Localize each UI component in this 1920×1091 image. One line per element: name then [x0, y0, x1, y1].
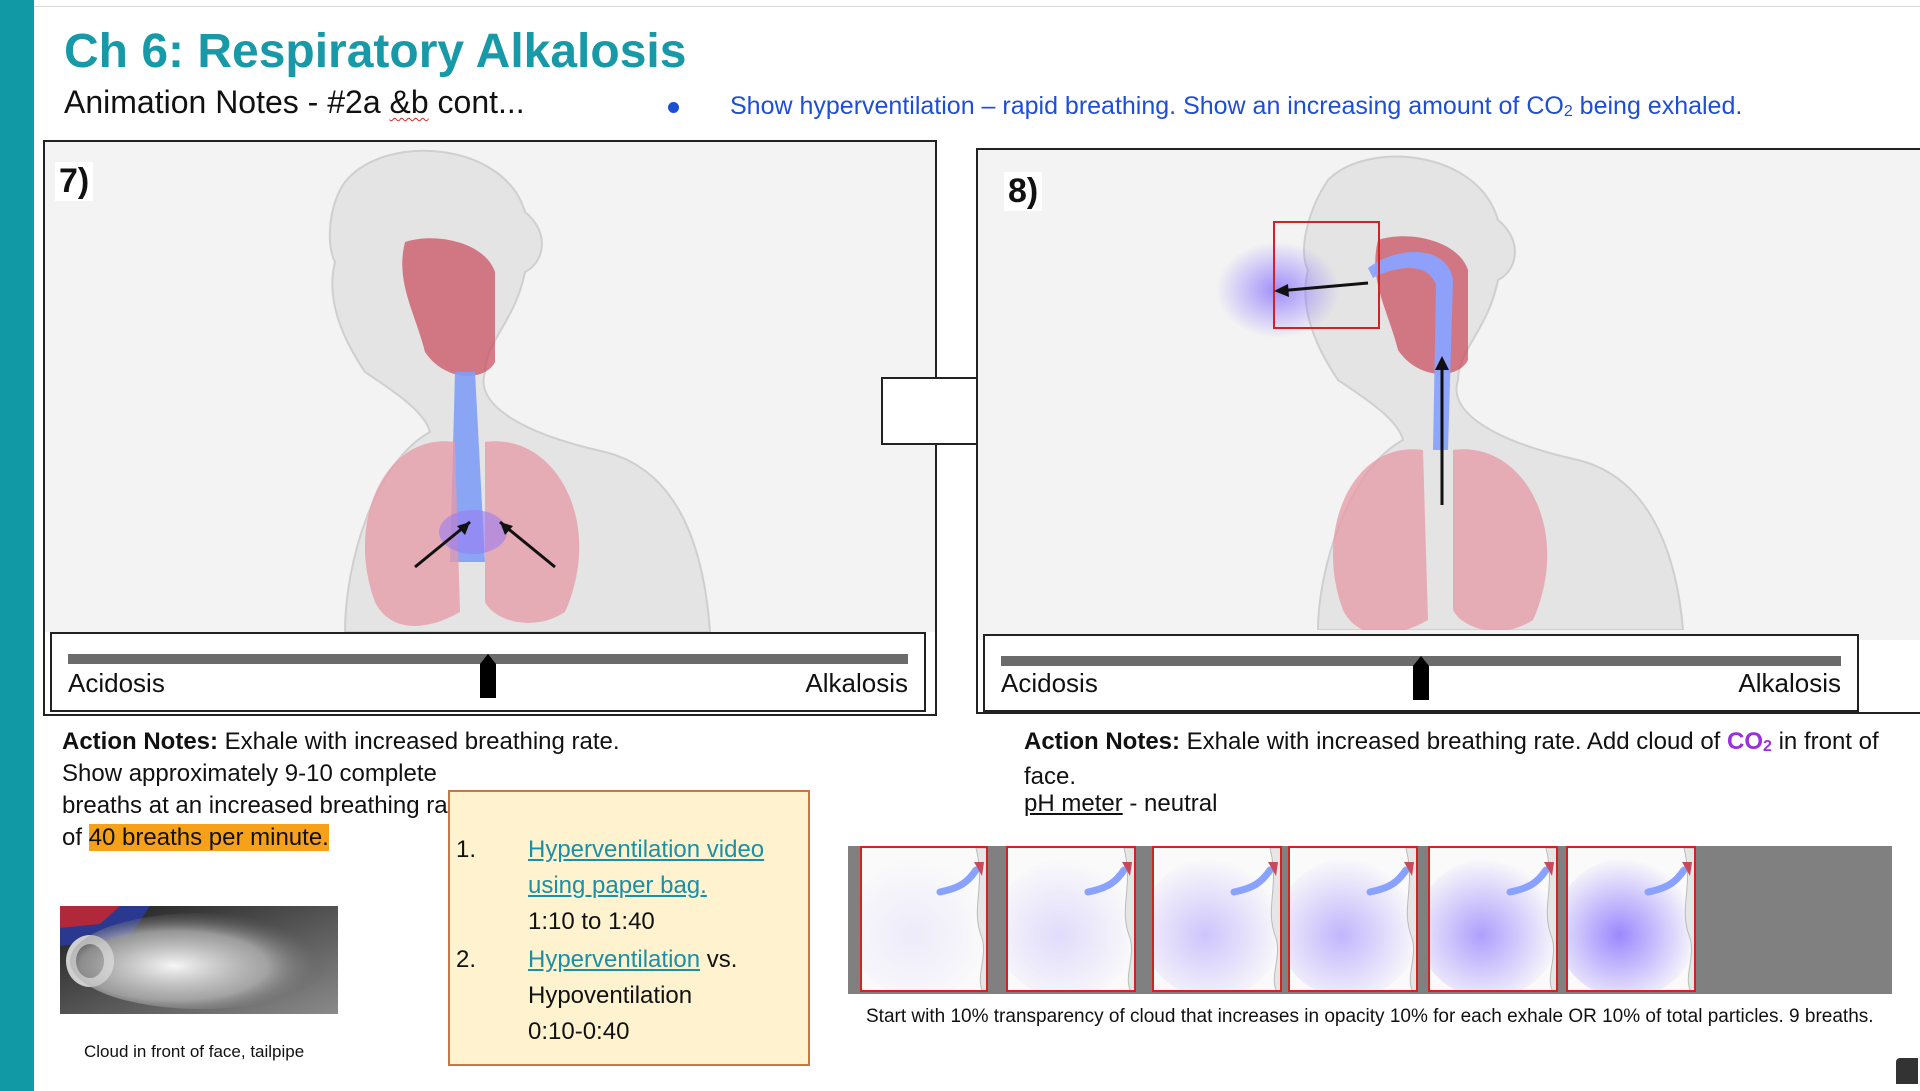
action-notes-detail: Show approximately 9-10 complete breaths… [62, 760, 468, 851]
up-arrowhead [1435, 356, 1449, 370]
arrowhead-a [457, 522, 470, 535]
panel-number-7: 7) [55, 162, 94, 201]
ph-label-acidosis: Acidosis [1001, 668, 1098, 698]
link-time-2: 0:10-0:40 [528, 1018, 630, 1045]
action-notes-label: Action Notes: [62, 728, 218, 755]
left-accent-bar [0, 0, 34, 1091]
respiratory-system-figure-8 [1216, 155, 1685, 634]
hypoventilation-text: Hypoventilation [528, 982, 693, 1009]
link-time-1: 1:10 to 1:40 [528, 908, 655, 935]
action-notes-label: Action Notes: [1024, 728, 1180, 755]
action-notes-text: Exhale with increased breathing rate. Ad… [1180, 728, 1728, 755]
corner-resize-icon [1896, 1058, 1918, 1084]
alveoli-co2 [439, 510, 507, 554]
ph-label-acidosis: Acidosis [68, 668, 165, 698]
exhale-arrow-line [1277, 281, 1369, 293]
exhale-airway [1368, 252, 1453, 450]
tailpipe-smoke-illustration [60, 906, 338, 1014]
top-divider [34, 6, 1920, 7]
cloud-frame-art [1430, 848, 1556, 990]
cloud-frame-2 [1006, 846, 1136, 992]
right-lung [485, 441, 580, 623]
left-lung [1332, 449, 1428, 634]
link-number-2: 2. [456, 946, 477, 973]
ph-meter-note: pH meter - neutral [1024, 790, 1217, 818]
action-notes-text-end: in front of face. [1024, 728, 1879, 790]
ph-meter-underlined: pH meter [1024, 790, 1123, 817]
action-notes-text: Exhale with increased breathing rate. [218, 728, 620, 755]
panel-number-8: 8) [1004, 172, 1043, 211]
co2-subscript: 2 [1763, 738, 1772, 755]
tailpipe-smoke-image [60, 906, 338, 1014]
slide-subtitle: Animation Notes - #2a &b cont... [64, 84, 525, 121]
subtitle-spellcheck-word: &b [389, 84, 429, 120]
bullet-icon [668, 102, 679, 113]
link-vs-text: vs. [700, 946, 738, 973]
animation-panel-8: 8) Acidosis Alkalosis [976, 148, 1920, 714]
co2-text: CO [1727, 728, 1764, 755]
bullet-note: Show hyperventilation – rapid breathing.… [730, 92, 1742, 121]
nasal-oral-cavity [402, 238, 495, 376]
ph-label-alkalosis: Alkalosis [1738, 668, 1841, 698]
cloud-highlight-box [1273, 221, 1380, 329]
hyperventilation-video-link[interactable]: Hyperventilation video using paper bag. [528, 836, 765, 899]
cloud-frame-1 [860, 846, 988, 992]
cloud-frame-art [1290, 848, 1416, 990]
slide-title: Ch 6: Respiratory Alkalosis [64, 25, 687, 78]
animation-panel-7: 7) Acidosis Alkalosis [43, 140, 937, 716]
cloud-frame-art [1568, 848, 1694, 990]
link-item-1: 1. Hyperventilation video using paper ba… [456, 832, 796, 940]
action-notes-8: Action Notes: Exhale with increased brea… [1024, 726, 1904, 793]
bullet-subscript: 2 [1563, 103, 1573, 120]
ph-indicator-icon [1413, 656, 1429, 700]
anatomy-illustration-8 [978, 150, 1920, 640]
tailpipe-caption: Cloud in front of face, tailpipe [84, 1042, 305, 1061]
ph-meter-status: - neutral [1122, 790, 1218, 817]
co2-label: CO2 [1727, 728, 1772, 755]
subtitle-text-end: cont... [428, 84, 525, 120]
cloud-frame-art [1008, 848, 1134, 990]
cloud-opacity-frame-strip [848, 846, 1892, 994]
cloud-frame-6 [1566, 846, 1696, 992]
frame-strip-caption: Start with 10% transparency of cloud tha… [866, 1006, 1874, 1027]
ph-meter-7: Acidosis Alkalosis [50, 632, 926, 712]
exhale-arrowhead [1274, 284, 1289, 297]
cloud-frame-art [862, 848, 986, 990]
reference-links-box: 1. Hyperventilation video using paper ba… [448, 790, 810, 1066]
ph-meter-8: Acidosis Alkalosis [983, 634, 1859, 712]
link-number-1: 1. [456, 836, 477, 863]
respiratory-system-figure-7 [328, 149, 712, 633]
arrowhead-b [500, 522, 513, 535]
bullet-text-part: Show hyperventilation – rapid breathing.… [730, 92, 1564, 120]
cloud-frame-5 [1428, 846, 1558, 992]
anatomy-illustration-7 [45, 142, 935, 633]
ph-label-alkalosis: Alkalosis [805, 668, 908, 698]
subtitle-text: Animation Notes - #2a [64, 84, 390, 120]
cloud-frame-4 [1288, 846, 1418, 992]
breath-rate-highlight: 40 breaths per minute. [88, 824, 329, 851]
bullet-text-end: being exhaled. [1572, 92, 1743, 120]
right-lung [1453, 449, 1548, 631]
cloud-frame-3 [1152, 846, 1282, 992]
ph-indicator-icon [480, 654, 496, 698]
cloud-frame-art [1154, 848, 1280, 990]
link-item-2: 2. Hyperventilation vs. Hypoventilation … [456, 942, 796, 1050]
left-lung [364, 441, 460, 626]
action-notes-7: Action Notes: Exhale with increased brea… [62, 726, 620, 854]
hyperventilation-link[interactable]: Hyperventilation [528, 946, 701, 973]
